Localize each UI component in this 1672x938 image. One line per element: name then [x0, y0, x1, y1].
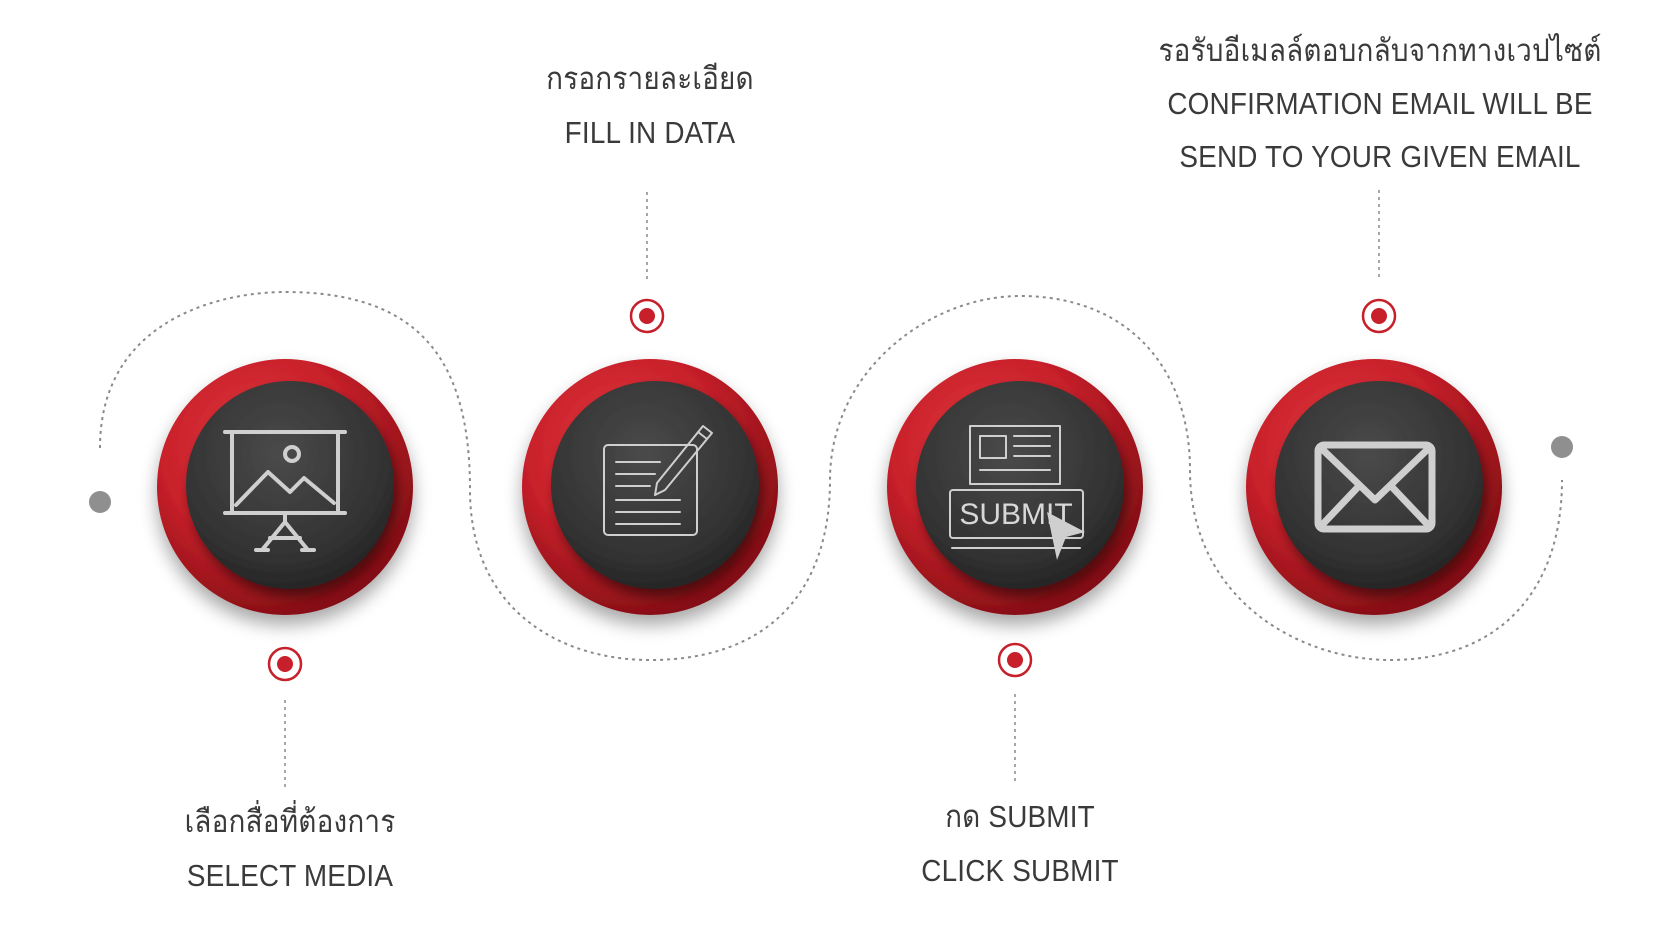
step-label-fill-in-data: กรอกรายละเอียด FILL IN DATA [515, 52, 785, 160]
end-dot [1551, 436, 1573, 458]
step-label-confirmation: รอรับอีเมลล์ตอบกลับจากทางเวปไซต์ CONFIRM… [1155, 24, 1605, 183]
step-label-fill-in-data-en: FILL IN DATA [564, 115, 736, 150]
step-circle-fill-in-data [522, 359, 778, 615]
step-circle-confirmation [1246, 359, 1502, 615]
envelope-icon [1314, 441, 1436, 533]
submit-form-icon [949, 425, 1084, 549]
presentation-board-icon [223, 430, 347, 552]
edit-document-icon [603, 425, 713, 536]
step-label-click-submit-en: CLICK SUBMIT [921, 853, 1119, 888]
marker-dot-fill-in-data [629, 298, 665, 334]
step-label-fill-in-data-th: กรอกรายละเอียด [546, 61, 754, 96]
step-label-click-submit-th: กด SUBMIT [945, 799, 1095, 834]
step-label-confirmation-en-2: SEND TO YOUR GIVEN EMAIL [1179, 139, 1581, 174]
start-dot [89, 491, 111, 513]
marker-dot-click-submit [997, 642, 1033, 678]
step-label-select-media-th: เลือกสื่อที่ต้องการ [184, 804, 396, 839]
marker-dot-confirmation [1361, 298, 1397, 334]
step-label-confirmation-en: CONFIRMATION EMAIL WILL BE [1167, 86, 1593, 121]
step-circle-select-media [157, 359, 413, 615]
marker-dot-select-media [267, 646, 303, 682]
step-label-confirmation-th: รอรับอีเมลล์ตอบกลับจากทางเวปไซต์ [1158, 33, 1602, 68]
step-circle-click-submit: SUBMIT [887, 359, 1143, 615]
step-label-select-media-en: SELECT MEDIA [186, 858, 394, 893]
step-label-select-media: เลือกสื่อที่ต้องการ SELECT MEDIA [155, 795, 425, 903]
cursor-arrow-icon [1047, 512, 1085, 560]
step-label-click-submit: กด SUBMIT CLICK SUBMIT [885, 790, 1155, 898]
